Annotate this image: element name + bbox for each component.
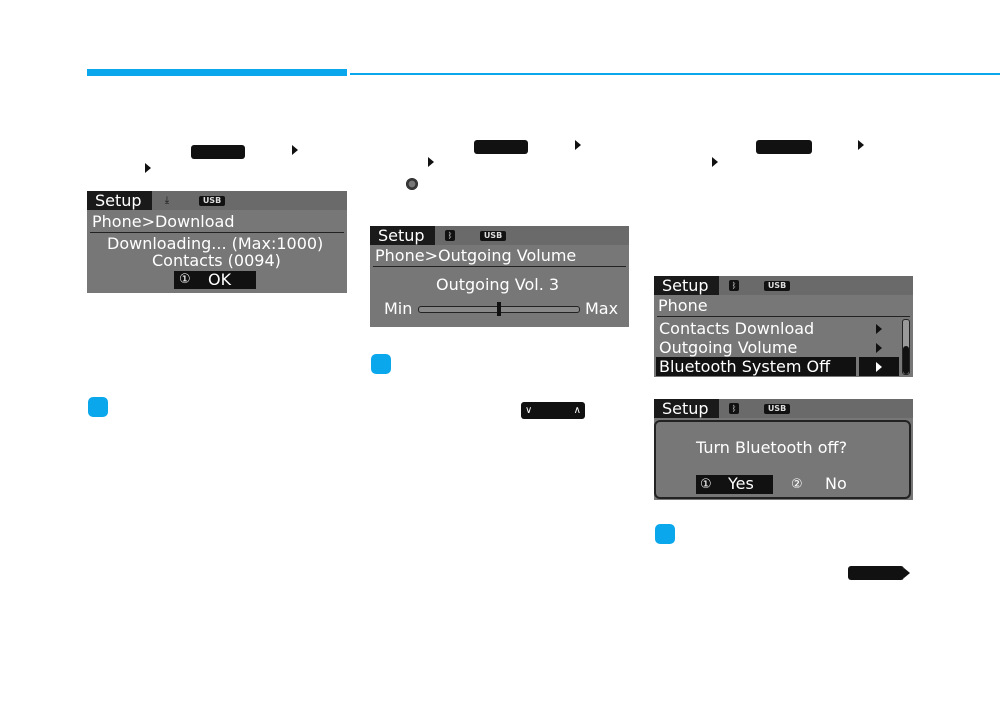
- tune-knob-icon: [406, 178, 418, 190]
- ok-number: ①: [179, 272, 191, 287]
- header-rule: [350, 73, 1000, 75]
- yes-button[interactable]: ① Yes: [696, 475, 773, 494]
- bluetooth-icon: ᛒ: [729, 280, 739, 291]
- dialog-question: Turn Bluetooth off?: [696, 438, 848, 457]
- header-accent-bar: [87, 69, 347, 76]
- divider: [90, 232, 344, 233]
- note-icon: [88, 397, 108, 417]
- volume-slider-thumb[interactable]: [497, 302, 501, 316]
- arrow-right-icon: [904, 568, 910, 578]
- setup-tab: Setup: [87, 191, 152, 210]
- usb-badge: USB: [764, 281, 790, 291]
- screen-path: Phone>Download: [92, 212, 235, 231]
- arrow-right-icon: [145, 163, 151, 173]
- up-icon: ∧: [573, 405, 581, 416]
- arrow-right-icon: [858, 140, 864, 150]
- screen-path: Phone>Outgoing Volume: [375, 246, 577, 265]
- no-label: No: [825, 474, 847, 493]
- usb-badge: USB: [764, 404, 790, 414]
- bluetooth-icon: ᛒ: [729, 403, 739, 414]
- download-icon: ⤓: [164, 195, 170, 206]
- usb-badge: USB: [199, 196, 225, 206]
- menu-item-bluetooth-system-off[interactable]: Bluetooth System Off: [659, 357, 831, 376]
- arrow-right-icon: [428, 157, 434, 167]
- scrollbar-thumb[interactable]: [903, 346, 909, 374]
- contacts-count: Contacts (0094): [152, 251, 281, 270]
- slider-max-label: Max: [585, 299, 619, 318]
- usb-badge: USB: [480, 231, 506, 241]
- display-screen-bluetooth-off-dialog: Setup ᛒ USB Turn Bluetooth off? ① Yes ② …: [654, 399, 913, 500]
- bluetooth-icon: ᛒ: [445, 230, 455, 241]
- menu-item-outgoing-volume[interactable]: Outgoing Volume: [659, 338, 798, 357]
- arrow-right-icon: [876, 343, 882, 353]
- yes-label: Yes: [728, 474, 754, 493]
- display-screen-download: Setup ⤓ USB Phone>Download Downloading..…: [87, 191, 347, 293]
- screen-path: Phone: [658, 296, 708, 315]
- arrow-right-icon: [876, 362, 882, 372]
- no-button[interactable]: ② No: [791, 475, 851, 494]
- seek-updown-icon: ∨ ∧: [521, 402, 585, 419]
- menu-item-selected-bg: [656, 357, 856, 376]
- divider: [657, 316, 910, 317]
- display-screen-volume: Setup ᛒ USB Phone>Outgoing Volume Outgoi…: [370, 226, 629, 327]
- note-icon: [655, 524, 675, 544]
- menu-item-contacts-download[interactable]: Contacts Download: [659, 319, 815, 338]
- download-status: Downloading... (Max:1000): [107, 234, 324, 253]
- arrow-right-icon: [712, 157, 718, 167]
- setup-key-icon: [191, 145, 245, 159]
- setup-key-icon: [848, 566, 904, 580]
- scrollbar[interactable]: [902, 319, 910, 375]
- ok-button[interactable]: ① OK: [174, 271, 256, 289]
- arrow-right-icon: [876, 324, 882, 334]
- divider: [373, 266, 626, 267]
- setup-tab: Setup: [654, 399, 719, 418]
- arrow-right-icon: [575, 140, 581, 150]
- yes-number: ①: [700, 477, 712, 492]
- setup-tab: Setup: [654, 276, 719, 295]
- setup-key-icon: [474, 140, 528, 154]
- arrow-right-icon: [292, 145, 298, 155]
- volume-label: Outgoing Vol. 3: [436, 275, 560, 294]
- note-icon: [371, 354, 391, 374]
- down-icon: ∨: [525, 405, 533, 416]
- setup-key-icon: [756, 140, 812, 154]
- no-number: ②: [791, 477, 803, 492]
- confirm-dialog: [654, 420, 911, 499]
- slider-min-label: Min: [384, 299, 413, 318]
- setup-tab: Setup: [370, 226, 435, 245]
- ok-label: OK: [208, 270, 232, 289]
- display-screen-phone-menu: Setup ᛒ USB Phone Contacts Download Outg…: [654, 276, 913, 377]
